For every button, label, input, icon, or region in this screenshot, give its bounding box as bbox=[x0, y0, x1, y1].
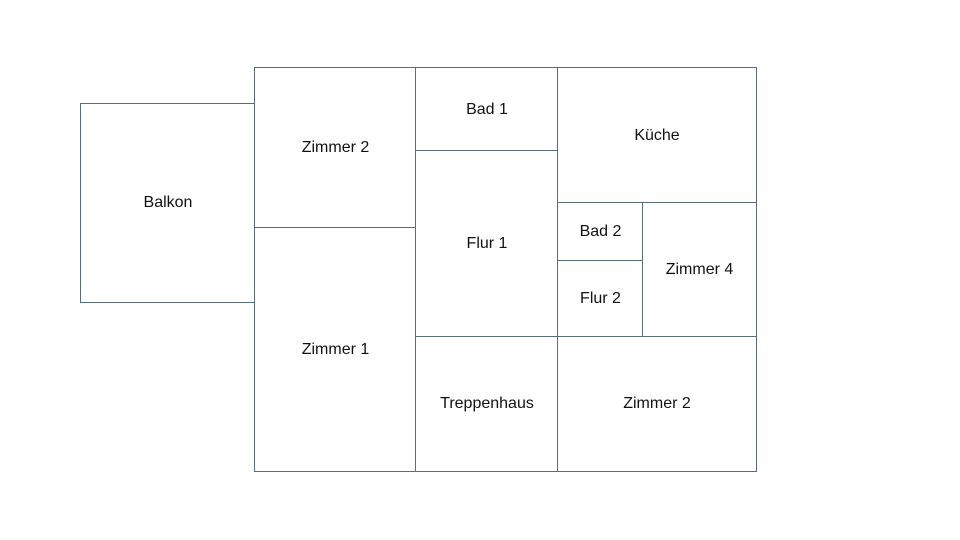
room-bad-1: Bad 1 bbox=[415, 67, 559, 152]
room-label-bad-2: Bad 2 bbox=[579, 223, 622, 240]
room-bad-2: Bad 2 bbox=[557, 202, 644, 262]
room-zimmer-2-top: Zimmer 2 bbox=[254, 67, 417, 229]
room-zimmer-1: Zimmer 1 bbox=[254, 227, 417, 472]
room-label-treppenhaus: Treppenhaus bbox=[440, 395, 534, 412]
room-label-zimmer-2-top: Zimmer 2 bbox=[301, 139, 370, 156]
room-label-flur-2: Flur 2 bbox=[580, 290, 621, 307]
room-zimmer-2-bottom: Zimmer 2 bbox=[557, 336, 757, 472]
room-label-flur-1: Flur 1 bbox=[466, 235, 508, 252]
room-balkon: Balkon bbox=[80, 103, 256, 303]
room-label-bad-1: Bad 1 bbox=[466, 100, 508, 118]
room-label-balkon: Balkon bbox=[143, 194, 193, 211]
room-kueche: Küche bbox=[557, 67, 757, 204]
room-label-zimmer-4: Zimmer 4 bbox=[665, 261, 734, 278]
room-zimmer-4: Zimmer 4 bbox=[642, 202, 757, 338]
room-flur-1: Flur 1 bbox=[415, 150, 559, 338]
room-label-zimmer-1: Zimmer 1 bbox=[301, 340, 370, 358]
room-label-kueche: Küche bbox=[634, 126, 680, 144]
room-flur-2: Flur 2 bbox=[557, 260, 644, 338]
room-label-zimmer-2-bottom: Zimmer 2 bbox=[623, 395, 691, 412]
room-treppenhaus: Treppenhaus bbox=[415, 336, 559, 472]
